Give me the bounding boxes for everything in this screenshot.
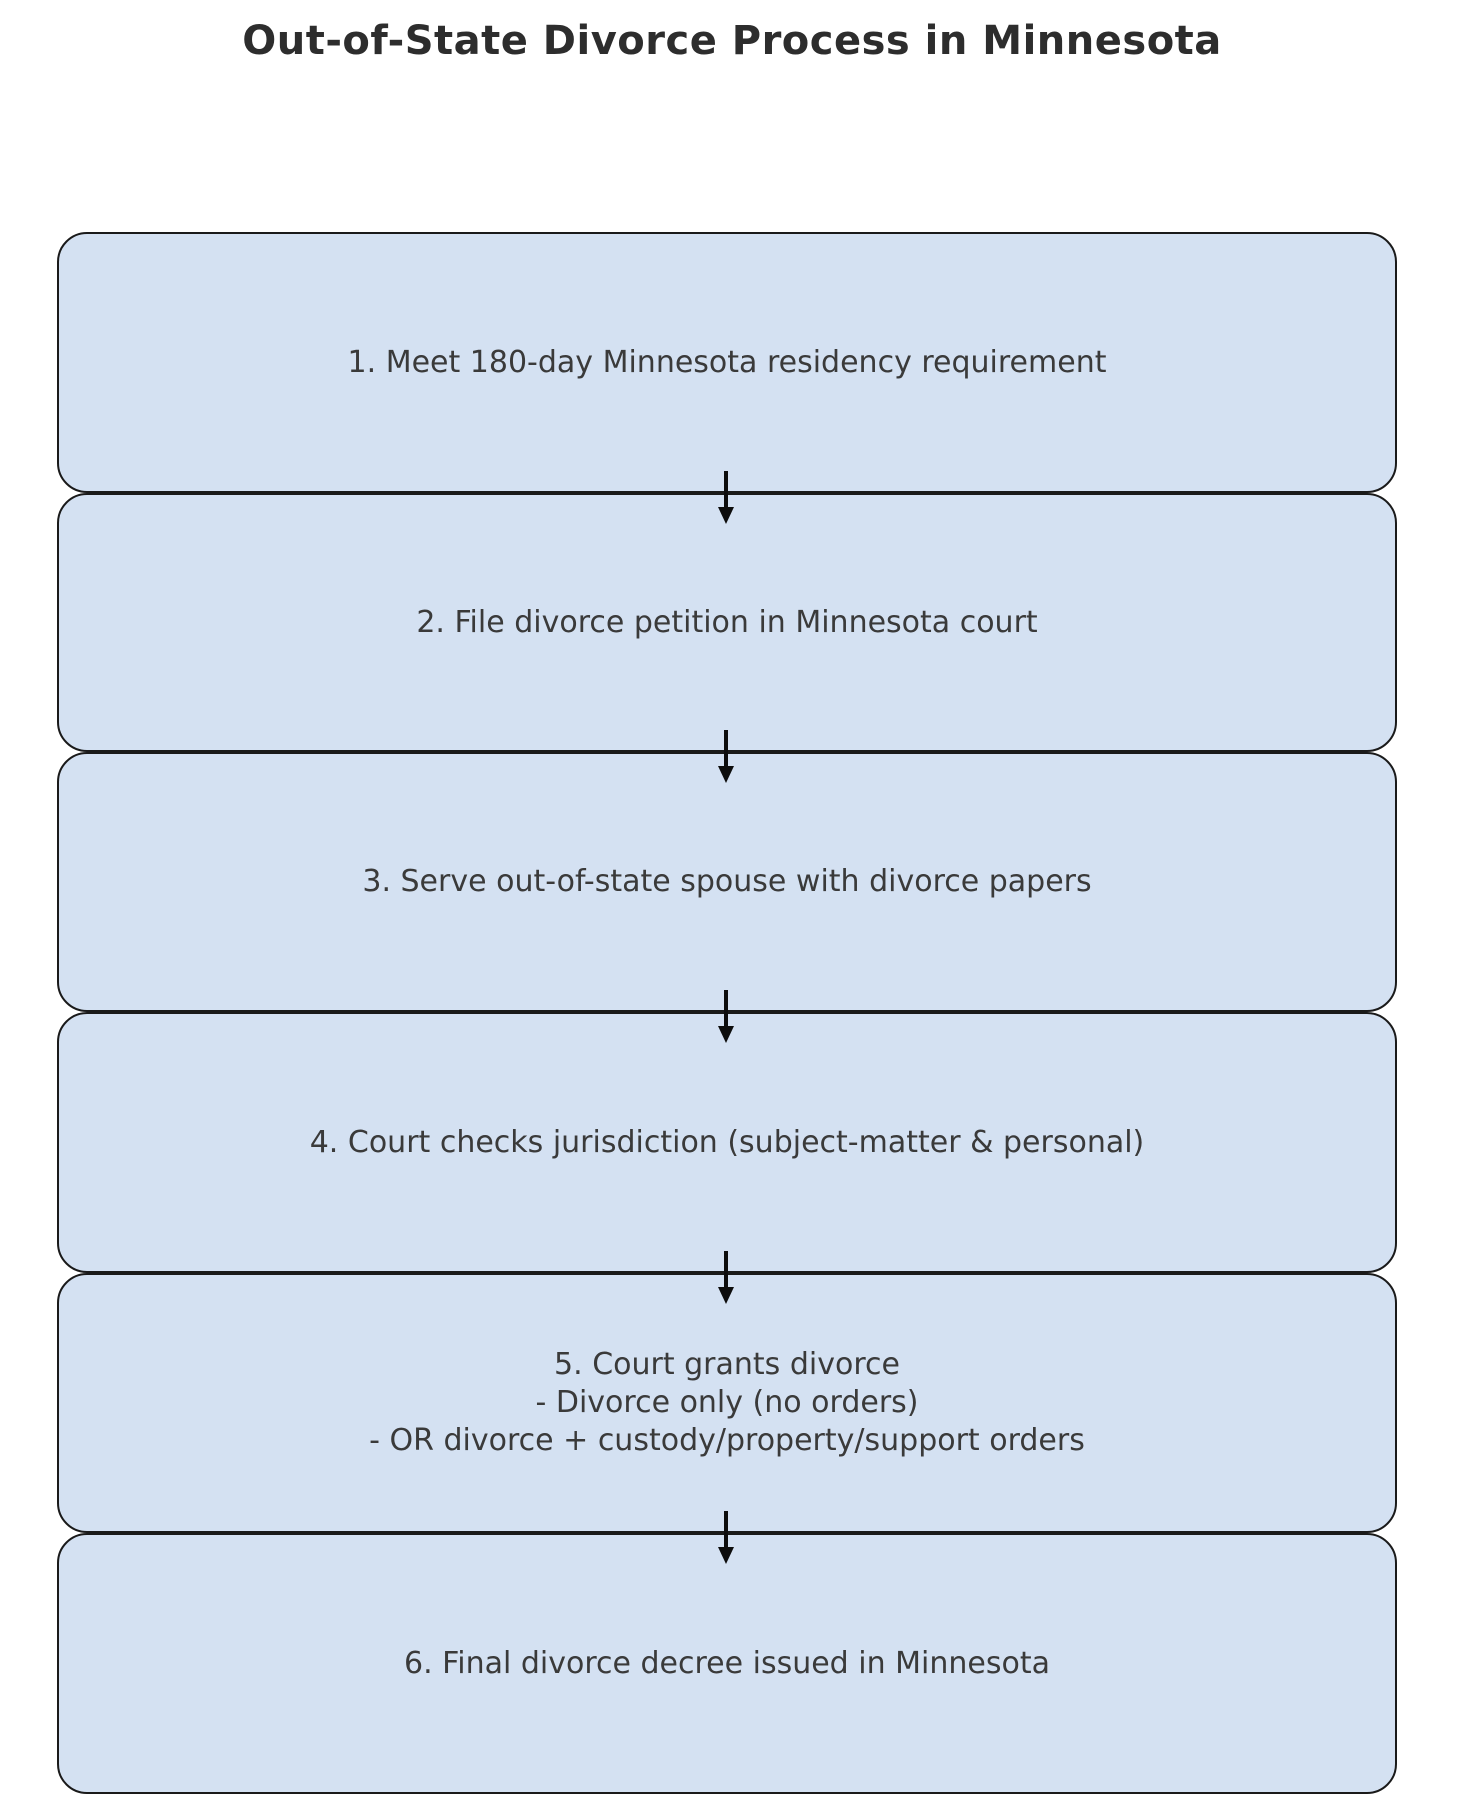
step-1-text: 1. Meet 180-day Minnesota residency requ…	[347, 344, 1107, 380]
step-box-5: 5. Court grants divorce - Divorce only (…	[57, 1273, 1397, 1533]
diagram-title: Out-of-State Divorce Process in Minnesot…	[242, 18, 1222, 64]
flow-arrow-down-icon	[718, 990, 734, 1043]
flow-arrow-down-icon	[718, 1251, 734, 1304]
step-3-text: 3. Serve out-of-state spouse with divorc…	[362, 864, 1092, 899]
step-box-2: 2. File divorce petition in Minnesota co…	[57, 493, 1397, 752]
flow-arrow-down-icon	[718, 1511, 734, 1564]
step-box-6: 6. Final divorce decree issued in Minnes…	[57, 1533, 1397, 1794]
step-box-4: 4. Court checks jurisdiction (subject-ma…	[57, 1012, 1397, 1273]
step-4-text: 4. Court checks jurisdiction (subject-ma…	[309, 1124, 1145, 1160]
flow-arrow-down-icon	[718, 471, 734, 524]
step-6-text: 6. Final divorce decree issued in Minnes…	[404, 1645, 1050, 1681]
step-5-text-line-3: - OR divorce + custody/property/support …	[369, 1423, 1085, 1458]
flow-arrow-down-icon	[718, 730, 734, 783]
step-2-text: 2. File divorce petition in Minnesota co…	[416, 604, 1038, 640]
step-box-3: 3. Serve out-of-state spouse with divorc…	[57, 752, 1397, 1012]
step-box-1: 1. Meet 180-day Minnesota residency requ…	[57, 232, 1397, 493]
step-5-text-line-2: - Divorce only (no orders)	[535, 1385, 919, 1420]
step-5-text-line-1: 5. Court grants divorce	[554, 1347, 900, 1382]
